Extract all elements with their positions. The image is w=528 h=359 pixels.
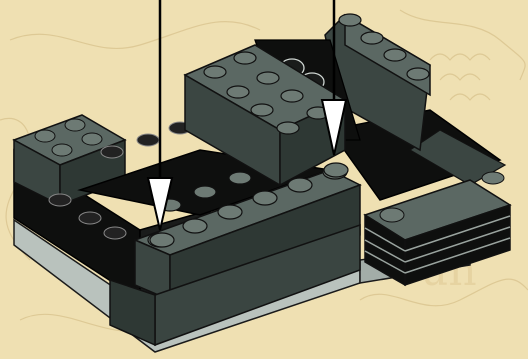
arrow-left	[148, 0, 172, 230]
brick-target-right	[324, 163, 348, 177]
brick-target-left	[150, 233, 174, 247]
